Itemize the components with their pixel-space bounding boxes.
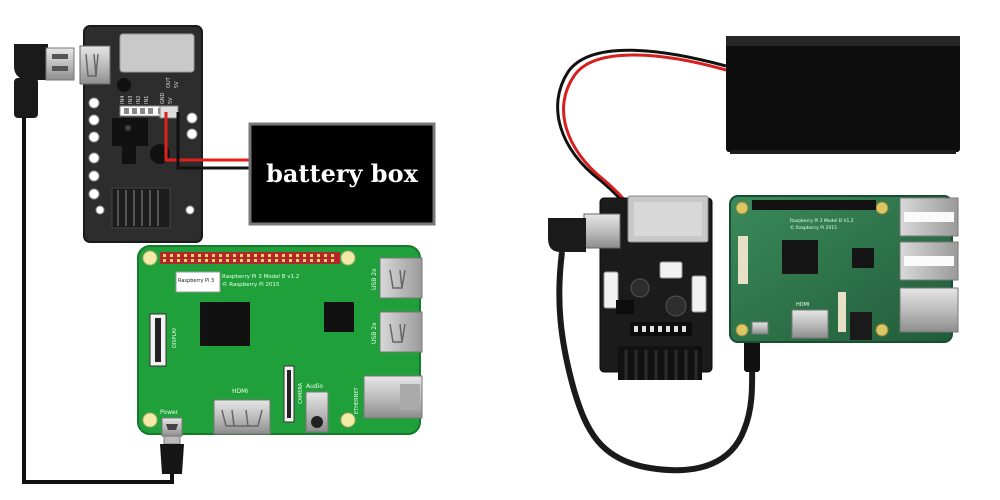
battery-pack-photo bbox=[726, 36, 960, 154]
raspberry-pi-photo: Raspberry Pi 3 Model B V1.2 © Raspberry … bbox=[729, 195, 959, 343]
board-logo-text: Raspberry Pi 3 bbox=[178, 278, 214, 284]
pin-label: IN4 bbox=[120, 96, 126, 104]
board-model-text: Raspberry Pi 3 Model B v1.2 bbox=[222, 274, 299, 280]
pin-label: OUT bbox=[166, 76, 172, 88]
driver-board-photo bbox=[583, 195, 713, 380]
expansion-board: IN4 IN3 IN2 IN1 GND 5V OUT 5V bbox=[79, 25, 203, 243]
audio-port-label: Audio bbox=[306, 383, 323, 390]
hdmi-port-label: HDMI bbox=[232, 388, 248, 395]
micro-usb-plug bbox=[160, 435, 184, 474]
pin-label: 5V bbox=[168, 97, 174, 104]
usb-port-label: USB 2x bbox=[371, 322, 378, 344]
pi-photo-silk-text: Raspberry Pi 3 Model B V1.2 bbox=[790, 218, 854, 224]
pin-label: 5V bbox=[174, 81, 180, 88]
battery-box: battery box bbox=[248, 122, 436, 226]
pi-photo-hdmi-text: HDMI bbox=[796, 302, 809, 308]
pin-label: IN2 bbox=[136, 96, 142, 104]
power-port-label: Power bbox=[160, 409, 179, 416]
ethernet-port-label: ETHERNET bbox=[354, 386, 360, 414]
usb-power-cable bbox=[14, 44, 174, 484]
raspberry-pi-illustration: Raspberry Pi 3 Raspberry Pi 3 Model B v1… bbox=[137, 245, 423, 437]
pi-photo-copyright: © Raspberry Pi 2015 bbox=[790, 224, 837, 231]
usb-port-label: USB 2x bbox=[371, 268, 378, 290]
pin-label: GND bbox=[160, 92, 166, 104]
pin-label: IN1 bbox=[144, 96, 150, 104]
pin-label: IN3 bbox=[128, 96, 134, 104]
camera-port-label: CAMERA bbox=[298, 382, 304, 404]
board-copyright-text: © Raspberry Pi 2015 bbox=[222, 281, 280, 288]
usb-cable-photo bbox=[548, 218, 760, 474]
battery-box-label: battery box bbox=[266, 159, 419, 188]
battery-wires bbox=[164, 112, 252, 170]
display-port-label: DISPLAY bbox=[172, 327, 178, 348]
